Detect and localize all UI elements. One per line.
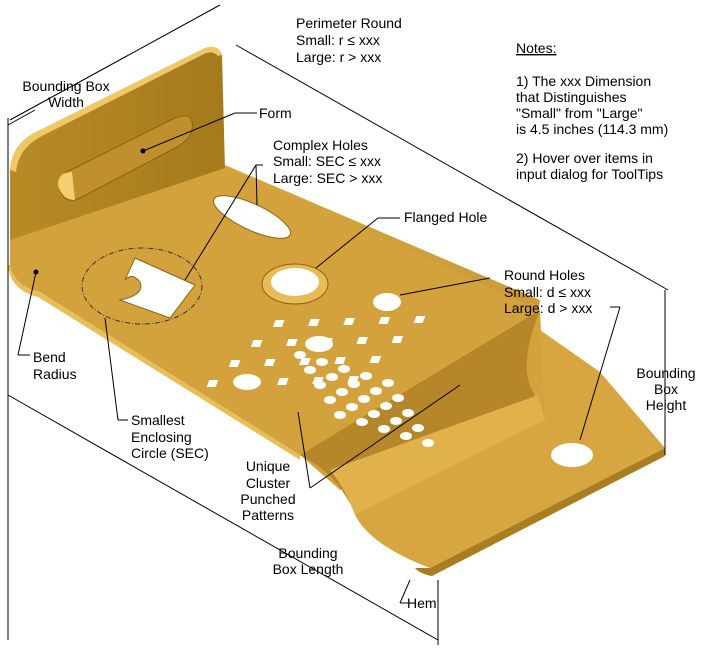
hem-edge [415, 448, 665, 576]
square-punch [263, 359, 276, 366]
round-punch [390, 417, 402, 425]
cluster-line3: Punched [240, 491, 295, 507]
notes-title: Notes: [516, 40, 556, 56]
round-punch [316, 358, 328, 366]
round-punch [422, 439, 434, 447]
round-punch [324, 396, 336, 404]
bbox-height-line2: Box [654, 381, 678, 397]
bbox-length-line2: Box Length [273, 561, 344, 577]
joggle-highlight [330, 395, 545, 515]
square-punch [277, 378, 289, 385]
sec-line2: Enclosing [131, 429, 192, 445]
note1-line4: is 4.5 inches (114.3 mm) [516, 121, 668, 137]
square-punch [321, 338, 333, 345]
round-punch [356, 418, 368, 426]
smallest-enclosing-circle [81, 247, 203, 325]
complex-hole-slot [213, 195, 291, 239]
round-punch [338, 365, 350, 373]
bbox-height-line1: Bounding [636, 365, 695, 381]
sheet-metal-part [8, 46, 665, 576]
square-punch [413, 316, 426, 323]
bbox-length-line1: Bounding [278, 545, 337, 561]
note2-line1: 2) Hover over items in [516, 150, 653, 166]
round-hole [373, 293, 401, 311]
cluster-line2: Cluster [246, 475, 291, 491]
square-punch [343, 318, 355, 325]
square-punch [241, 379, 254, 386]
round-punch [358, 395, 370, 403]
square-punch [272, 320, 285, 327]
complex-holes-title: Complex Holes [273, 137, 368, 153]
round-holes-large: Large: d > xxx [504, 300, 592, 316]
note2-line2: input dialog for ToolTips [516, 166, 663, 182]
flanged-hole [271, 268, 319, 296]
bend-radius-line1: Bend [33, 349, 66, 365]
round-punch [382, 379, 394, 387]
round-punch [370, 387, 382, 395]
note1-line1: 1) The xxx Dimension [516, 73, 651, 89]
bbox-width-line2: Width [48, 94, 84, 110]
round-punch [360, 372, 372, 380]
square-punch [334, 357, 346, 364]
round-hole-large [551, 443, 593, 467]
square-punch [206, 380, 219, 387]
round-punch [346, 403, 358, 411]
round-punch [326, 373, 338, 381]
round-holes-title: Round Holes [504, 267, 585, 283]
perimeter-round-title: Perimeter Round [296, 15, 402, 31]
square-punch [378, 317, 391, 324]
complex-hole [118, 257, 196, 319]
round-punch [392, 394, 404, 402]
square-punch [299, 358, 311, 365]
square-punch [391, 336, 404, 343]
form-highlight [58, 172, 75, 200]
square-punch [308, 319, 320, 326]
flanged-hole-label: Flanged Hole [404, 209, 487, 225]
round-punch [314, 381, 326, 389]
round-punch [336, 388, 348, 396]
cluster-line4: Patterns [242, 507, 294, 523]
bbox-width-line1: Bounding Box [22, 78, 109, 94]
square-punch [286, 339, 298, 346]
round-punch [334, 411, 346, 419]
perimeter-round-small: Small: r ≤ xxx [296, 32, 380, 48]
square-punch [369, 356, 382, 363]
hem-label: Hem [407, 595, 437, 611]
cluster-line1: Unique [246, 458, 291, 474]
square-punch [250, 340, 263, 347]
square-punch [228, 360, 241, 367]
bend-radius-line2: Radius [33, 366, 77, 382]
round-punch-pattern [294, 351, 434, 447]
round-punch [348, 380, 360, 388]
callout-labels: Perimeter Round Small: r ≤ xxx Large: r … [22, 15, 695, 611]
bbox-height-line3: Height [646, 397, 687, 413]
note1-line2: that Distinguishes [516, 89, 627, 105]
perimeter-round-large: Large: r > xxx [296, 49, 381, 65]
complex-holes-large: Large: SEC > xxx [273, 170, 382, 186]
dimension-lines [7, 4, 669, 645]
round-punch [380, 402, 392, 410]
round-holes-small: Small: d ≤ xxx [504, 284, 591, 300]
complex-holes-small: Small: SEC ≤ xxx [273, 153, 381, 169]
round-punch [400, 432, 412, 440]
round-punch [402, 409, 414, 417]
sec-line1: Smallest [131, 412, 185, 428]
sec-line3: Circle (SEC) [131, 445, 209, 461]
lower-flange [355, 330, 665, 568]
round-punch [294, 351, 306, 359]
form-emboss [58, 115, 193, 201]
round-punch [378, 425, 390, 433]
round-punch [412, 424, 424, 432]
round-punch [304, 366, 316, 374]
plate-front-edge [8, 265, 300, 460]
form-label: Form [259, 105, 292, 121]
square-punch [356, 337, 368, 344]
note1-line3: "Small" from "Large" [516, 105, 643, 121]
round-punch [368, 410, 380, 418]
